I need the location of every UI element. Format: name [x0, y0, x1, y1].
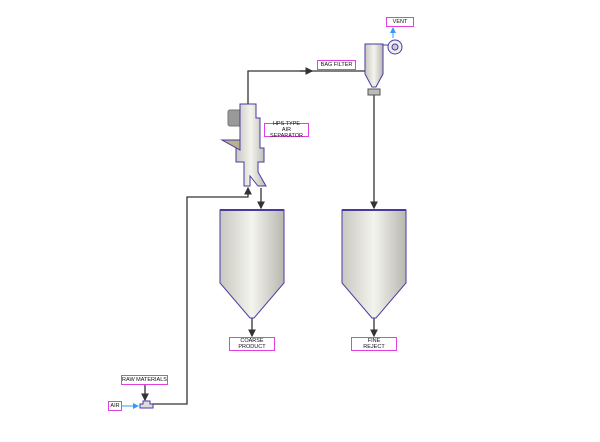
air-label: AIR	[108, 401, 122, 411]
separator-line1: HPS TYPE	[272, 121, 301, 127]
coarse-silo	[219, 209, 285, 319]
raw-materials-label: RAW MATERIALS	[121, 375, 168, 385]
bag-filter-text: BAG FILTER	[320, 62, 353, 68]
separator-line2: AIR SEPARATOR	[269, 127, 303, 139]
pipes	[141, 67, 378, 405]
feed-line	[152, 186, 252, 405]
air-separator	[220, 103, 267, 187]
fine-silo	[341, 209, 407, 319]
coarse-line1: COARSE	[240, 338, 264, 344]
raw-materials-text: RAW MATERIALS	[122, 377, 167, 383]
feeder	[139, 400, 154, 409]
vent-label: VENT	[386, 17, 414, 27]
coarse-line2: PRODUCT	[238, 344, 266, 350]
bag-filter	[364, 43, 388, 96]
fine-line1: FINE	[367, 338, 381, 344]
fan	[387, 39, 403, 55]
fine-line2: REJECT	[363, 344, 385, 350]
bag-filter-label: BAG FILTER	[317, 60, 356, 70]
air-text: AIR	[110, 403, 120, 409]
separator-to-filter-line	[247, 70, 365, 105]
vent-text: VENT	[392, 19, 408, 25]
